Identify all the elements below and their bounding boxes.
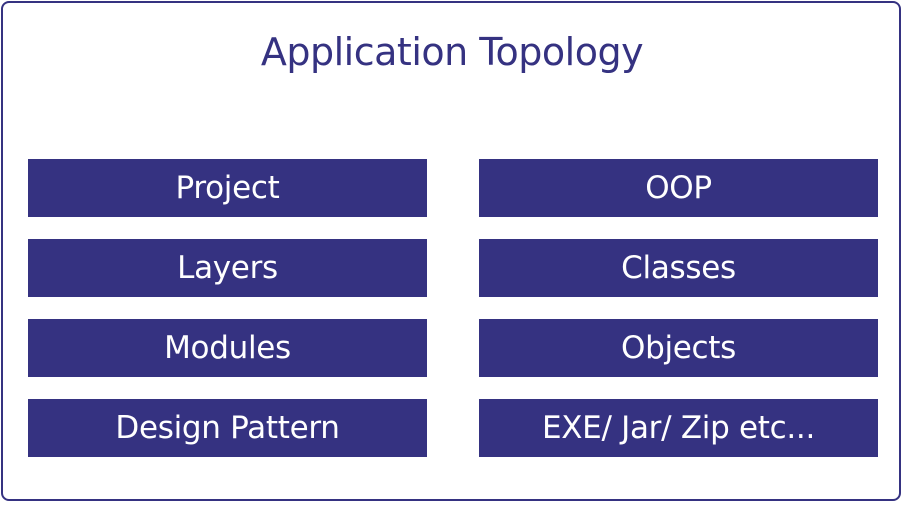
box-exe-jar-zip: EXE/ Jar/ Zip etc... bbox=[479, 399, 878, 457]
box-layers: Layers bbox=[28, 239, 427, 297]
diagram-title: Application Topology bbox=[260, 30, 644, 74]
left-column: Project Layers Modules Design Pattern bbox=[28, 159, 427, 479]
box-classes: Classes bbox=[479, 239, 878, 297]
right-column: OOP Classes Objects EXE/ Jar/ Zip etc... bbox=[479, 159, 878, 479]
box-objects: Objects bbox=[479, 319, 878, 377]
box-oop: OOP bbox=[479, 159, 878, 217]
box-modules: Modules bbox=[28, 319, 427, 377]
box-project: Project bbox=[28, 159, 427, 217]
box-design-pattern: Design Pattern bbox=[28, 399, 427, 457]
